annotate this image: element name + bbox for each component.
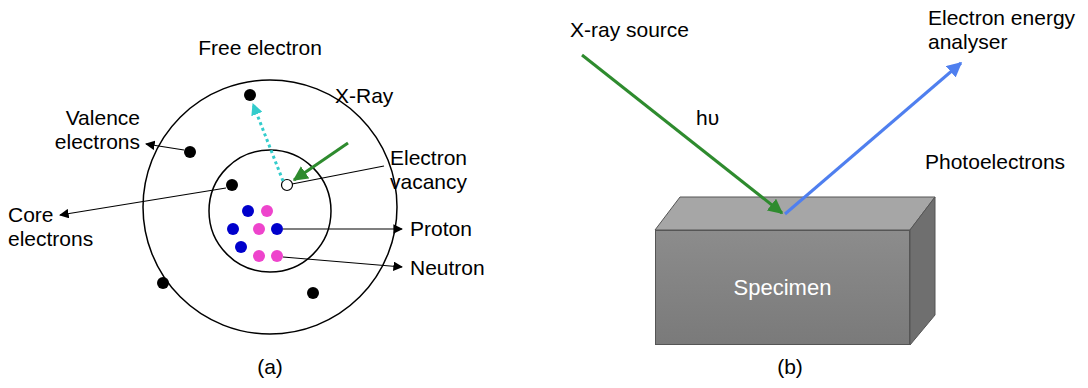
core-electron: [226, 179, 238, 191]
leader-line: [146, 144, 184, 150]
proton: [227, 223, 239, 235]
proton: [235, 241, 247, 253]
part-label: Photoelectrons: [925, 150, 1065, 174]
part-label: X-Ray: [335, 84, 393, 108]
outer-shell: [143, 80, 397, 334]
neutron: [253, 250, 265, 262]
part-label: Electron energy analyser: [928, 6, 1084, 54]
panel-label: (a): [240, 355, 300, 379]
part-label: Proton: [410, 217, 472, 241]
neutron: [261, 205, 273, 217]
xray-beam: [582, 55, 782, 213]
part-label: X-ray source: [570, 18, 689, 42]
leader-line: [283, 257, 402, 267]
leader-line: [283, 228, 402, 229]
nucleus: [227, 205, 283, 262]
part-label: Free electron: [190, 36, 330, 60]
proton: [242, 205, 254, 217]
leader-line: [292, 166, 384, 184]
electron-vacancy: [282, 180, 293, 191]
symbol-label: hυ: [696, 106, 719, 130]
valence-electron: [184, 146, 196, 158]
part-label: Core electrons: [8, 203, 98, 251]
free-electron: [244, 89, 256, 101]
part-label: Valence electrons: [36, 106, 140, 154]
valence-electron: [307, 287, 319, 299]
neutron: [253, 223, 265, 235]
panel-label: (b): [760, 355, 820, 379]
part-label: Neutron: [410, 256, 485, 280]
leader-line: [60, 188, 226, 215]
valence-electron: [157, 277, 169, 289]
photoelectron-beam: [785, 63, 961, 214]
neutron: [271, 250, 283, 262]
ejection-arrow: [253, 104, 283, 181]
node-label: Specimen: [734, 275, 832, 301]
specimen-top: [655, 197, 935, 230]
specimen-side: [910, 197, 935, 345]
specimen-box: Specimen: [655, 230, 910, 345]
part-label: Electron vacancy: [390, 146, 490, 194]
proton: [271, 223, 283, 235]
